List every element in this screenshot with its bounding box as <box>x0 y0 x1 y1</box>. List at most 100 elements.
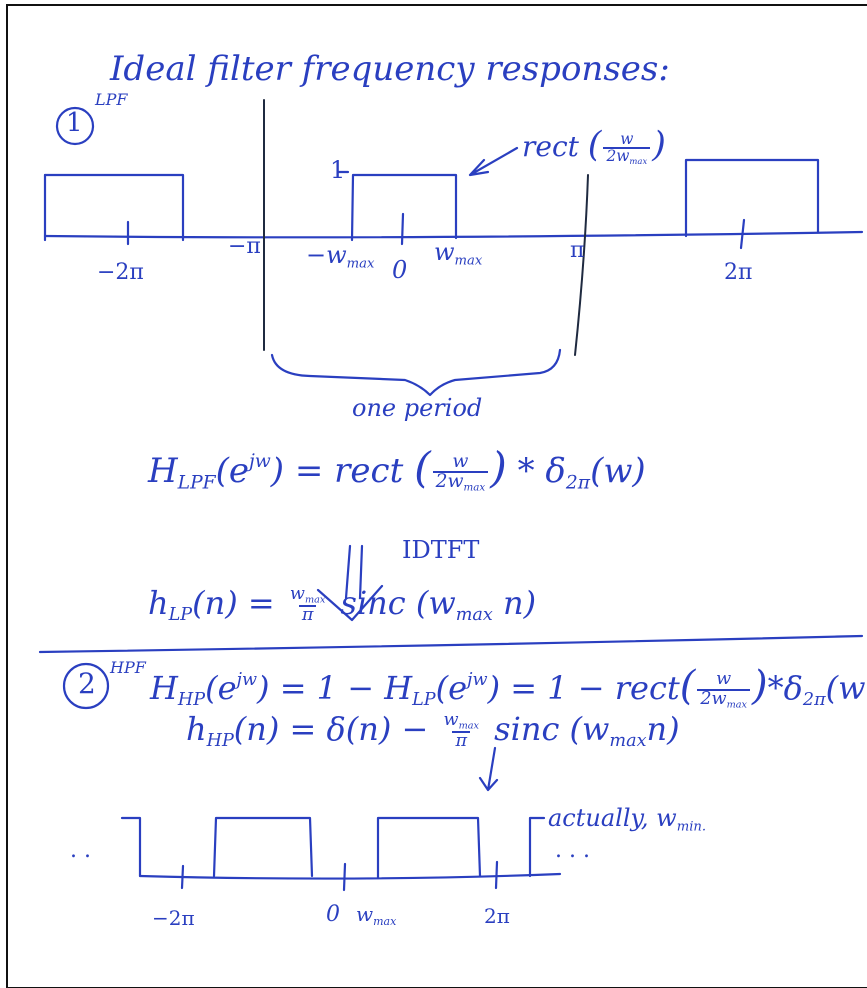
hhp-paren-open: ( <box>679 663 696 709</box>
hhp-tail-arg: (w <box>825 669 866 707</box>
height-label: 1 <box>330 156 346 184</box>
tick-label-pi: π <box>570 238 585 263</box>
hlpf-paren-open: ( <box>414 444 431 493</box>
section1-label: LPF <box>95 90 128 109</box>
hlp-sinc-end: n) <box>503 583 537 622</box>
neg-wmax-main: −w <box>306 241 347 269</box>
hhpn-h-sub: HP <box>206 730 234 751</box>
hpf-passband-3-edge <box>528 816 546 878</box>
rect-frac-num: w <box>620 129 634 148</box>
hlpf-conv-arg: (w) <box>590 451 646 491</box>
hlp-h: h <box>148 583 169 622</box>
tick-label-2pi: 2π <box>724 260 753 285</box>
hhp-paren-close: ) <box>752 663 768 709</box>
hhpn-frac-num-sub: max <box>458 720 479 732</box>
hlp-h-sub: LP <box>168 604 193 625</box>
hhp-mid: ) = 1 − H <box>257 669 413 707</box>
hlpf-arg-close: ) <box>270 451 285 491</box>
tick-label-neg-pi: −π <box>228 234 261 259</box>
ellipsis-left: . . <box>70 838 91 863</box>
ellipsis-right: . . . <box>555 838 590 863</box>
rect-frac-den-main: 2w <box>606 147 630 165</box>
correction-note: actually, wmin. <box>548 806 706 834</box>
hpf-tick-zero <box>342 862 347 892</box>
wmax-main: w <box>434 238 455 266</box>
hhp-tail: *δ <box>767 669 803 707</box>
section-divider <box>38 634 864 654</box>
note-main: actually, w <box>548 804 677 832</box>
hpf-passband-1 <box>212 816 314 878</box>
hhp-mid-sub: LP <box>412 690 436 711</box>
lpf-passband-left <box>43 173 185 242</box>
lpf-frequency-axis <box>43 230 864 239</box>
tick-label-wmax: wmax <box>434 240 482 268</box>
tick-label-neg-wmax: −wmax <box>306 243 374 271</box>
hhpn-h: h <box>186 709 207 748</box>
hhp-arg-sup: jw <box>236 669 258 690</box>
hhp-H: H <box>150 669 178 707</box>
section1-circle <box>55 106 95 146</box>
hlp-frac-num-main: w <box>289 584 305 604</box>
rect-arrow <box>468 146 519 177</box>
section2-circle <box>62 662 110 710</box>
hhp-frac-den-main: 2w <box>700 688 727 709</box>
tick-2pi <box>739 218 746 250</box>
hlpf-frac-num: w <box>452 450 469 472</box>
hlpf-H: H <box>148 451 178 491</box>
lpf-plot <box>43 99 864 397</box>
hhp-mid2-sup: jw <box>467 669 488 690</box>
tick-label-neg-2pi: −2π <box>97 260 144 285</box>
hpf-frequency-axis <box>138 872 562 880</box>
hlpf-paren-close: ) <box>490 444 507 493</box>
rect-text: rect <box>522 130 579 163</box>
hlp-frac-num-sub: max <box>304 594 326 606</box>
paren-close: ) <box>652 125 666 165</box>
hhp-tail-sub: 2π <box>802 690 826 711</box>
hhpn-mid: (n) = δ(n) − <box>233 709 429 748</box>
idtft-label: IDTFT <box>402 536 480 564</box>
hlpf-frac-den-main: 2w <box>435 471 464 493</box>
lpf-passband-center <box>350 173 458 242</box>
hlpf-H-sub: LPF <box>177 472 216 494</box>
hlpf-frac-den-sub: max <box>463 482 486 495</box>
hhp-arg: (e <box>205 669 237 707</box>
note-sub: min. <box>676 819 707 835</box>
hhp-mid2: (e <box>435 669 468 707</box>
hlpf-conv: * δ <box>517 451 566 491</box>
hpf-tick-neg-2pi <box>180 864 185 890</box>
hhp-frac-den: 2wmax <box>697 688 751 710</box>
hhpn-frac-num-main: w <box>443 710 459 730</box>
hpf-tick-2pi <box>494 860 499 890</box>
hlp-arg: (n) = <box>192 583 275 622</box>
rect-frac-den: 2wmax <box>603 147 651 165</box>
hhpn-sinc-end: n) <box>646 709 680 748</box>
section1-number: 1 <box>66 108 83 138</box>
lpf-passband-right <box>684 158 820 238</box>
double-down-arrow-icon <box>316 544 384 622</box>
hlp-sinc-sub: max <box>455 604 493 625</box>
page-title: Ideal filter frequency responses: <box>110 49 670 89</box>
hpf-tick-label-zero: 0 <box>326 902 340 927</box>
hhpn-sinc: sinc (w <box>494 709 610 748</box>
tick-zero <box>400 212 405 246</box>
hhpn-frac-num: wmax <box>441 710 482 732</box>
hlp-frac-den: π <box>298 605 317 625</box>
period-brace <box>270 348 562 397</box>
neg-wmax-sub: max <box>346 256 375 272</box>
hpf-sketch <box>62 662 562 892</box>
hhp-end: ) = 1 − rect <box>487 669 680 707</box>
tick-label-zero: 0 <box>392 256 408 284</box>
note-arrow <box>478 746 499 792</box>
hhpn-frac-den: π <box>452 731 471 751</box>
hhp-H-sub: HP <box>177 690 206 711</box>
